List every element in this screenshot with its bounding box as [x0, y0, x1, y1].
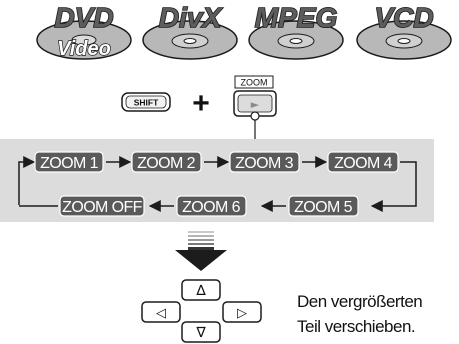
left-arrow-button[interactable]: ◁	[141, 301, 181, 323]
right-arrow-icon: ▷	[237, 306, 247, 321]
zoom-off-chip: ZOOM OFF	[59, 195, 145, 217]
disc-vcd-icon: VCD	[356, 1, 452, 60]
disc-divx-label: DivX	[159, 2, 224, 33]
up-arrow-button[interactable]: ∆	[181, 279, 221, 301]
svg-text:ZOOM OFF: ZOOM OFF	[62, 199, 142, 216]
disc-divx-icon: DivX	[142, 1, 238, 60]
zoom-2-chip: ZOOM 2	[131, 151, 202, 173]
plus-sign: +	[192, 87, 210, 120]
down-arrow-key-icon: ∇	[195, 325, 206, 341]
svg-text:ZOOM 2: ZOOM 2	[137, 155, 195, 172]
svg-text:ZOOM: ZOOM	[241, 78, 268, 88]
disc-mpeg-icon: MPEG	[248, 1, 344, 60]
down-arrow-icon	[175, 231, 227, 271]
zoom-play-icon: ►	[251, 98, 260, 111]
zoom-cycle-loop	[18, 156, 417, 212]
zoom-3-chip: ZOOM 3	[229, 151, 300, 173]
shift-button-label: SHIFT	[134, 98, 159, 108]
right-arrow-button[interactable]: ▷	[222, 301, 262, 323]
zoom-5-chip: ZOOM 5	[288, 195, 359, 217]
svg-text:ZOOM 4: ZOOM 4	[334, 155, 392, 172]
disc-dvd-icon: DVD Video	[36, 1, 132, 61]
up-arrow-icon: ∆	[195, 283, 206, 299]
disc-dvd-label: DVD	[54, 2, 113, 33]
zoom-1-chip: ZOOM 1	[34, 151, 104, 173]
zoom-6-chip: ZOOM 6	[176, 195, 247, 217]
zoom-4-chip: ZOOM 4	[327, 151, 399, 173]
svg-text:ZOOM 1: ZOOM 1	[40, 155, 98, 172]
svg-text:ZOOM 3: ZOOM 3	[235, 155, 293, 172]
caption-line-1: Den vergrößerten	[297, 292, 422, 311]
down-arrow-button[interactable]: ∇	[181, 321, 221, 343]
left-arrow-icon: ◁	[156, 306, 166, 321]
zoom-connector-dot	[250, 111, 260, 121]
zoom-key-caption: ZOOM	[234, 75, 274, 89]
disc-mpeg-label: MPEG	[255, 2, 337, 33]
disc-vcd-label: VCD	[374, 2, 433, 33]
svg-text:ZOOM 6: ZOOM 6	[182, 199, 240, 216]
caption-line-2: Teil verschieben.	[297, 317, 415, 336]
disc-dvd-sublabel: Video	[57, 38, 111, 60]
svg-text:ZOOM 5: ZOOM 5	[294, 199, 352, 216]
shift-button[interactable]: SHIFT	[121, 92, 171, 112]
